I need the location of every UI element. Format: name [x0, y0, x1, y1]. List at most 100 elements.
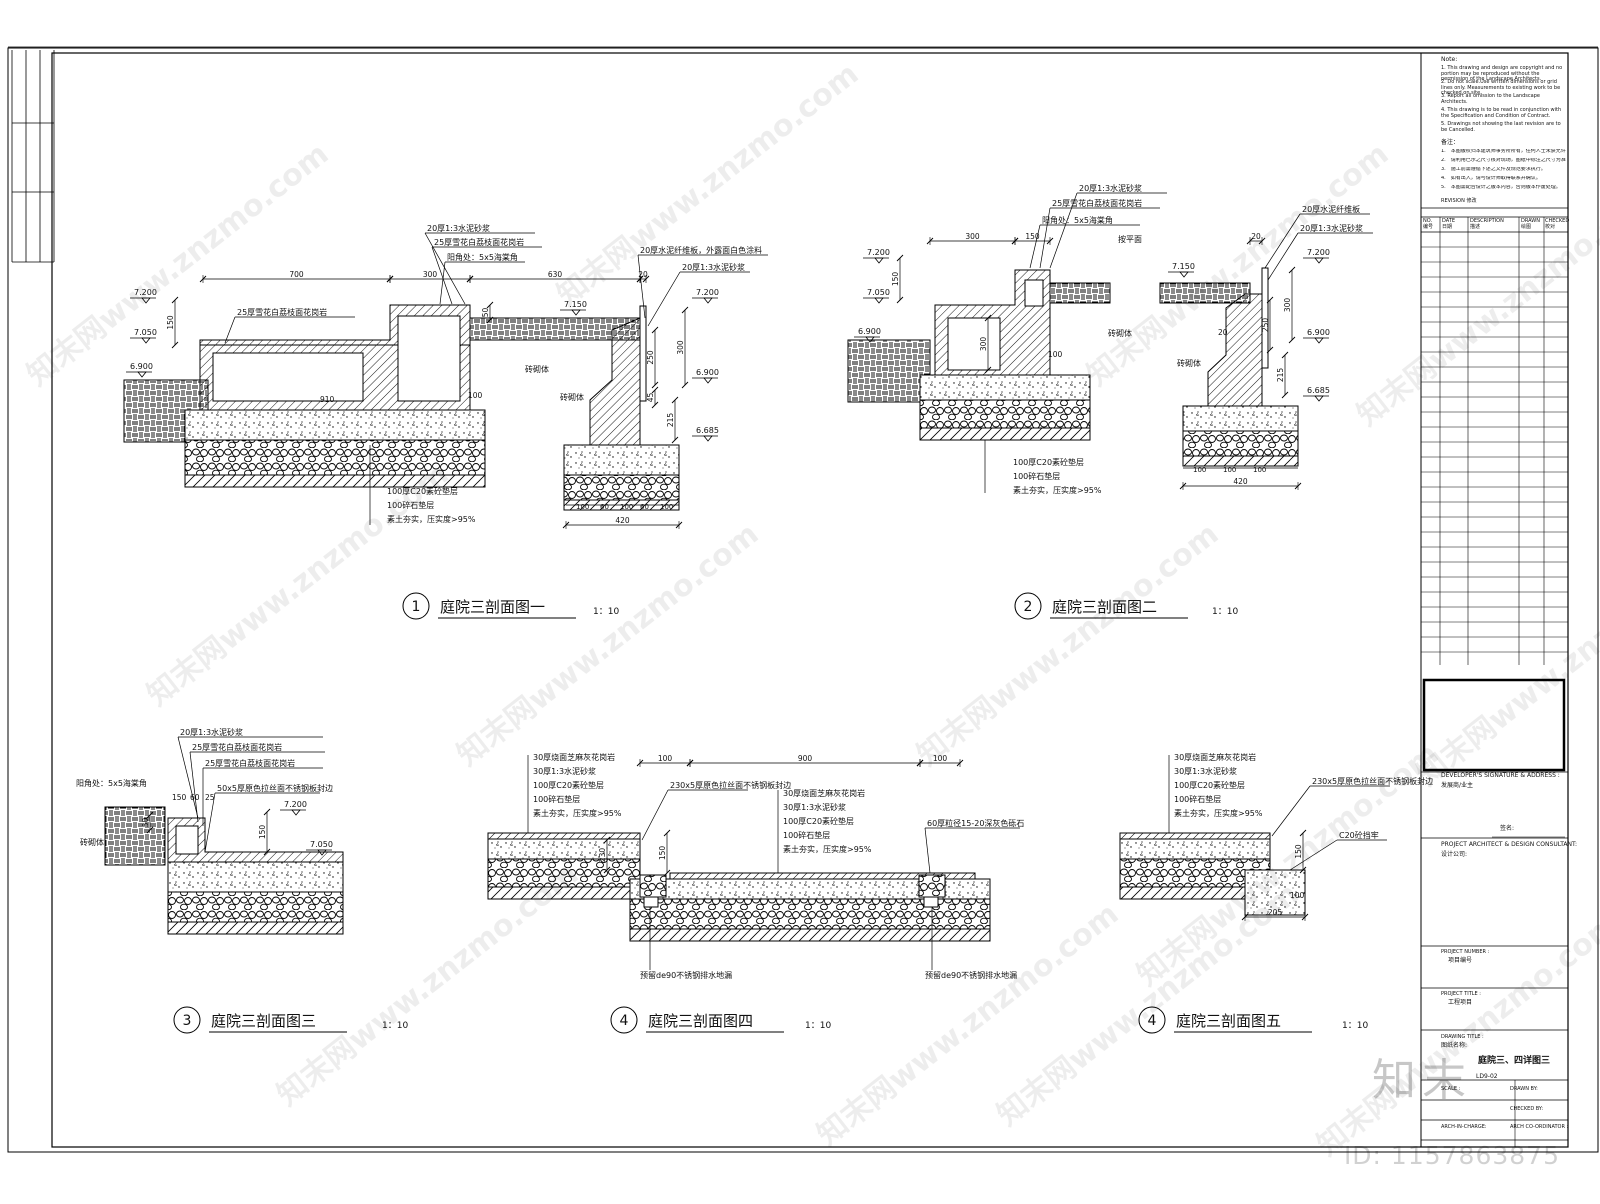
callout-label: 30厚烧面芝麻灰花岗岩 — [783, 788, 865, 798]
dimension-value: 150 — [1025, 232, 1040, 241]
elevation-value: 6.685 — [1307, 386, 1330, 395]
dimension-value: 420 — [615, 516, 630, 525]
callout-label: 砖砌体 — [1108, 328, 1132, 338]
section-number-circle — [173, 1006, 201, 1034]
dimension-tick — [1281, 391, 1289, 399]
soil-layer — [629, 928, 991, 942]
callout-label: 30厚烧面芝麻灰花岗岩 — [533, 752, 615, 762]
section-number: 4 — [620, 1013, 629, 1029]
leader-line — [189, 751, 199, 823]
concrete-layer — [1119, 838, 1271, 860]
callout-label: 60厚粒径15-20深灰色砾石 — [927, 818, 1024, 828]
elevation-marker — [874, 297, 884, 304]
elevation-marker — [1314, 337, 1324, 344]
callout-label: 100碎石垫层 — [387, 500, 434, 510]
inner-border — [51, 52, 1569, 1148]
brick-ground — [847, 339, 931, 403]
leader-line — [1267, 232, 1299, 281]
note-cn-item: 1. 本图版权归本建筑师事务所所有，任何人士未获允许不得翻印任何部分。 — [1441, 149, 1566, 154]
callout-label: 预留de90不锈钢排水地漏 — [640, 970, 732, 980]
section-title: 庭院三剖面图二 — [1052, 598, 1157, 616]
gravel-layer — [167, 891, 344, 923]
revision-column-header-cn: 日期 — [1442, 224, 1453, 230]
revision-column-header-cn: 校对 — [1545, 224, 1556, 230]
gravel-layer — [184, 439, 486, 476]
dimension-value: 630 — [548, 270, 563, 279]
elevation-value: 7.200 — [284, 800, 307, 809]
arch-coordinator-label: ARCH CO-ORDINATOR : — [1510, 1124, 1569, 1130]
dimension-value: 700 — [289, 270, 304, 279]
brick-wall — [589, 317, 641, 446]
drain-gravel — [918, 874, 946, 898]
section-number: 2 — [1024, 599, 1033, 615]
sign-label: 签名: — [1500, 825, 1515, 832]
dimension-tick — [603, 836, 611, 844]
dimension-value: 230 — [598, 848, 607, 863]
dimension-tick — [146, 826, 154, 834]
elevation-value: 6.900 — [858, 327, 881, 336]
dimension-tick — [171, 341, 179, 349]
section-number-circle — [1014, 592, 1042, 620]
dimension-value: 100 — [1048, 350, 1063, 359]
dimension-tick — [603, 866, 611, 874]
section-scale: 1：10 — [593, 607, 619, 617]
dimension-value: 100 — [468, 391, 483, 400]
dimension-value: 50 — [141, 818, 150, 828]
dimension-tick — [1299, 866, 1307, 874]
callout-label: 素土夯实，压实度>95% — [1174, 808, 1263, 818]
dimension-value: 100 — [1253, 466, 1266, 474]
section-title: 庭院三剖面图四 — [648, 1012, 753, 1030]
elevation-marker — [703, 297, 713, 304]
brand-logo: 知末 — [1372, 1055, 1472, 1106]
concrete-layer — [563, 444, 680, 476]
dimension-tick — [651, 326, 659, 334]
callout-label: C20砼挡牢 — [1339, 830, 1379, 840]
dimension-tick — [984, 366, 992, 374]
leader-line — [204, 792, 216, 853]
leader-line — [1271, 785, 1311, 837]
callout-label: 按平面 — [1118, 234, 1142, 244]
elevation-value: 7.150 — [564, 300, 587, 309]
revision-label: REVISION 修改 — [1441, 198, 1477, 204]
project-title-label: PROJECT TITLE : — [1441, 991, 1481, 997]
concrete-layer — [487, 838, 641, 860]
soil-layer — [184, 474, 486, 488]
highlight-box — [1422, 678, 1566, 772]
dimension-value: 100 — [1290, 891, 1305, 900]
seat-core — [1024, 279, 1044, 307]
leader-line — [224, 316, 236, 344]
leader-line — [641, 789, 669, 841]
dimension-value: 20 — [1251, 232, 1261, 241]
dimension-tick — [486, 316, 494, 324]
dimension-value: 150 — [258, 825, 267, 840]
leader-line — [637, 254, 646, 319]
dimension-value: 100 — [660, 503, 673, 511]
leader-line — [177, 736, 199, 819]
note-heading: Note: — [1441, 56, 1458, 63]
callout-label: 20厚1:3水泥砂浆 — [1079, 183, 1142, 193]
callout-label: 素土夯实，压实度>95% — [1013, 485, 1102, 495]
elevation-marker — [291, 809, 301, 816]
concrete-layer — [167, 861, 344, 893]
revision-column-header-cn: 描述 — [1470, 224, 1481, 230]
gravel-layer — [919, 399, 1091, 429]
callout-label: 20厚1:3水泥砂浆 — [180, 727, 243, 737]
section-scale: 1：10 — [382, 1021, 408, 1031]
revision-column-header: DESCRIPTION — [1470, 218, 1504, 224]
note-en-item: 3. Report all omission to the Landscape … — [1441, 93, 1540, 105]
dimension-tick — [984, 314, 992, 322]
dimension-value: 420 — [1233, 477, 1248, 486]
callout-label: 阳角处：5x5海棠角 — [447, 252, 518, 262]
drawing-title-cn-label: 图纸名称: — [1441, 1042, 1468, 1049]
architect-label: PROJECT ARCHITECT & DESIGN CONSULTANT: — [1441, 841, 1578, 848]
note-cn-item: 3. 施工前需遵循下述之文件及规范要求执行。 — [1441, 167, 1546, 172]
callout-label: 素土夯实，压实度>95% — [387, 514, 476, 524]
brick-cap — [1049, 282, 1111, 304]
callout-label: 100厚C20素砼垫层 — [1013, 457, 1084, 467]
project-title-cn-label: 工程项目 — [1448, 999, 1473, 1006]
note-cn-item: 2. 请利用已示之尺寸核对现场，图纸中标注之尺寸为准。 — [1441, 158, 1566, 163]
callout-label: 20厚1:3水泥砂浆 — [682, 262, 745, 272]
leader-line — [924, 827, 931, 874]
section-title: 庭院三剖面图五 — [1176, 1012, 1281, 1030]
callout-label: 阳角处：5x5海棠角 — [76, 778, 147, 788]
